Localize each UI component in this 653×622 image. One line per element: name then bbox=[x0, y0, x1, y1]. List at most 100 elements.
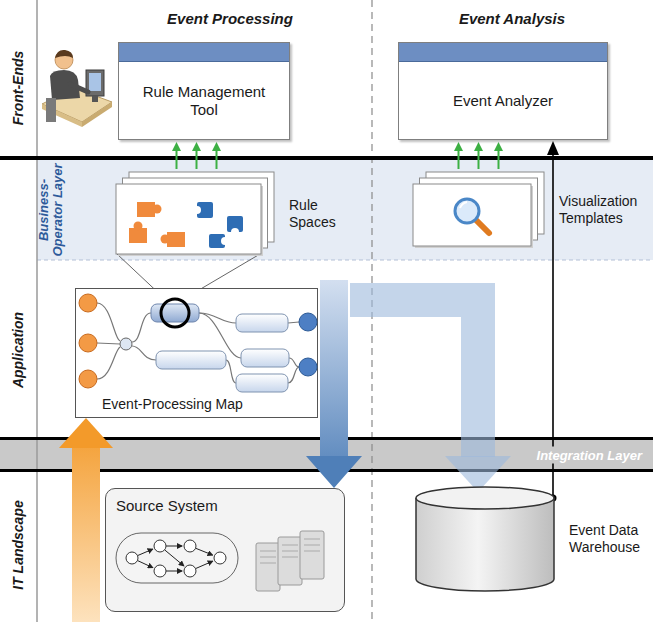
graphic-part bbox=[37, 260, 653, 261]
graphic-part bbox=[476, 220, 489, 233]
graphic-part bbox=[70, 84, 88, 92]
graphic-part bbox=[412, 172, 545, 248]
column-heading: Event Analysis bbox=[459, 10, 565, 27]
row-label: Front-Ends bbox=[10, 51, 26, 126]
node-text: Rule Spaces bbox=[289, 197, 349, 231]
graphic-part bbox=[214, 552, 226, 564]
graphic-part bbox=[320, 280, 348, 457]
graphic-part bbox=[241, 349, 289, 367]
graphic-part bbox=[161, 235, 170, 244]
graphic-part bbox=[289, 358, 299, 367]
graphic-part bbox=[212, 142, 221, 151]
graphic-part bbox=[415, 486, 555, 592]
graphic-part bbox=[126, 552, 138, 564]
tool-window: Rule Management Tool bbox=[118, 42, 290, 140]
graphic-part bbox=[193, 206, 201, 214]
graphic-part bbox=[153, 205, 162, 214]
graphic-part bbox=[137, 202, 155, 217]
graphic-part bbox=[192, 142, 201, 151]
graphic-part bbox=[134, 222, 143, 231]
graphic-part bbox=[288, 367, 299, 383]
graphic-part bbox=[172, 142, 181, 151]
graphic-part bbox=[304, 539, 320, 540]
graphic-part bbox=[97, 343, 120, 344]
node-text: Event-Processing Map bbox=[102, 396, 243, 412]
graphic-part bbox=[260, 551, 276, 552]
flow-arrow bbox=[350, 300, 511, 492]
graphic-part bbox=[236, 314, 288, 332]
row-label: IT Landscape bbox=[10, 500, 26, 589]
graphic-part bbox=[79, 370, 97, 388]
graphic-part bbox=[116, 184, 261, 254]
graphic-part bbox=[256, 543, 280, 591]
graphic-part bbox=[413, 184, 531, 246]
operator-icon bbox=[42, 50, 112, 127]
flow-arrow bbox=[172, 142, 221, 169]
graphic-part bbox=[184, 565, 196, 577]
graphic-part bbox=[282, 551, 298, 552]
graphic-part bbox=[72, 447, 100, 622]
graphic-part bbox=[115, 172, 275, 256]
graphic-part bbox=[167, 232, 185, 247]
graphic-part bbox=[156, 351, 226, 369]
graphic-part bbox=[176, 150, 178, 169]
row-label: Application bbox=[10, 312, 26, 388]
node-text: Rule Management Tool bbox=[119, 62, 289, 139]
graphic-part bbox=[165, 550, 184, 566]
band-label: Integration Layer bbox=[534, 447, 645, 464]
flow-arrow bbox=[454, 142, 503, 169]
graphic-part bbox=[282, 557, 298, 558]
graphic-part bbox=[154, 540, 166, 552]
tool-window: Event Analyzer bbox=[398, 42, 608, 140]
graphic-part bbox=[36, 0, 38, 622]
graphic-part bbox=[282, 545, 298, 546]
graphic-part bbox=[37, 160, 653, 260]
graphic-part bbox=[278, 537, 302, 585]
graphic-part bbox=[350, 300, 478, 457]
graphic-part bbox=[460, 202, 467, 208]
graphic-part bbox=[161, 299, 189, 327]
graphic-part bbox=[82, 102, 112, 127]
graphic-part bbox=[547, 141, 559, 155]
graphic-part bbox=[59, 418, 113, 448]
graphic-part bbox=[184, 540, 196, 552]
graphic-part bbox=[306, 456, 362, 488]
row-label: Business-Operator Layer bbox=[37, 162, 66, 258]
graphic-part bbox=[260, 563, 276, 564]
graphic-part bbox=[196, 150, 198, 169]
node-text: Source System bbox=[116, 497, 218, 514]
graphic-part bbox=[154, 565, 166, 577]
graphic-part bbox=[116, 533, 238, 583]
graphic-part bbox=[236, 374, 288, 392]
graphic-part bbox=[231, 228, 239, 236]
graphic-part bbox=[478, 150, 480, 169]
graphic-part bbox=[46, 98, 56, 122]
graphic-part bbox=[166, 546, 182, 547]
graphic-part bbox=[216, 150, 218, 169]
graphic-part bbox=[132, 346, 156, 360]
node-text: Event Data Warehouse bbox=[569, 522, 649, 556]
graphic-part bbox=[455, 199, 479, 223]
node-text: Event Analyzer bbox=[399, 62, 607, 139]
graphic-part bbox=[304, 551, 320, 552]
graphic-part bbox=[288, 322, 299, 323]
graphic-part bbox=[97, 347, 120, 379]
graphic-part bbox=[300, 531, 324, 579]
graphic-part bbox=[416, 498, 554, 591]
graphic-part bbox=[416, 487, 554, 509]
graphic-part bbox=[166, 571, 182, 572]
column-heading: Event Processing bbox=[167, 10, 293, 27]
graphic-part bbox=[494, 142, 503, 151]
graphic-part bbox=[120, 338, 132, 350]
graphic-part bbox=[304, 545, 320, 546]
graphic-part bbox=[474, 142, 483, 151]
graphic-part bbox=[454, 142, 463, 151]
graphic-part bbox=[132, 313, 151, 342]
graphic-part bbox=[299, 313, 317, 331]
database-cylinder: Event Data Warehouse bbox=[415, 486, 555, 592]
graphic-part bbox=[458, 150, 460, 169]
graphic-part bbox=[55, 50, 73, 58]
graphic-part bbox=[79, 294, 97, 312]
graphic-part bbox=[79, 334, 97, 352]
